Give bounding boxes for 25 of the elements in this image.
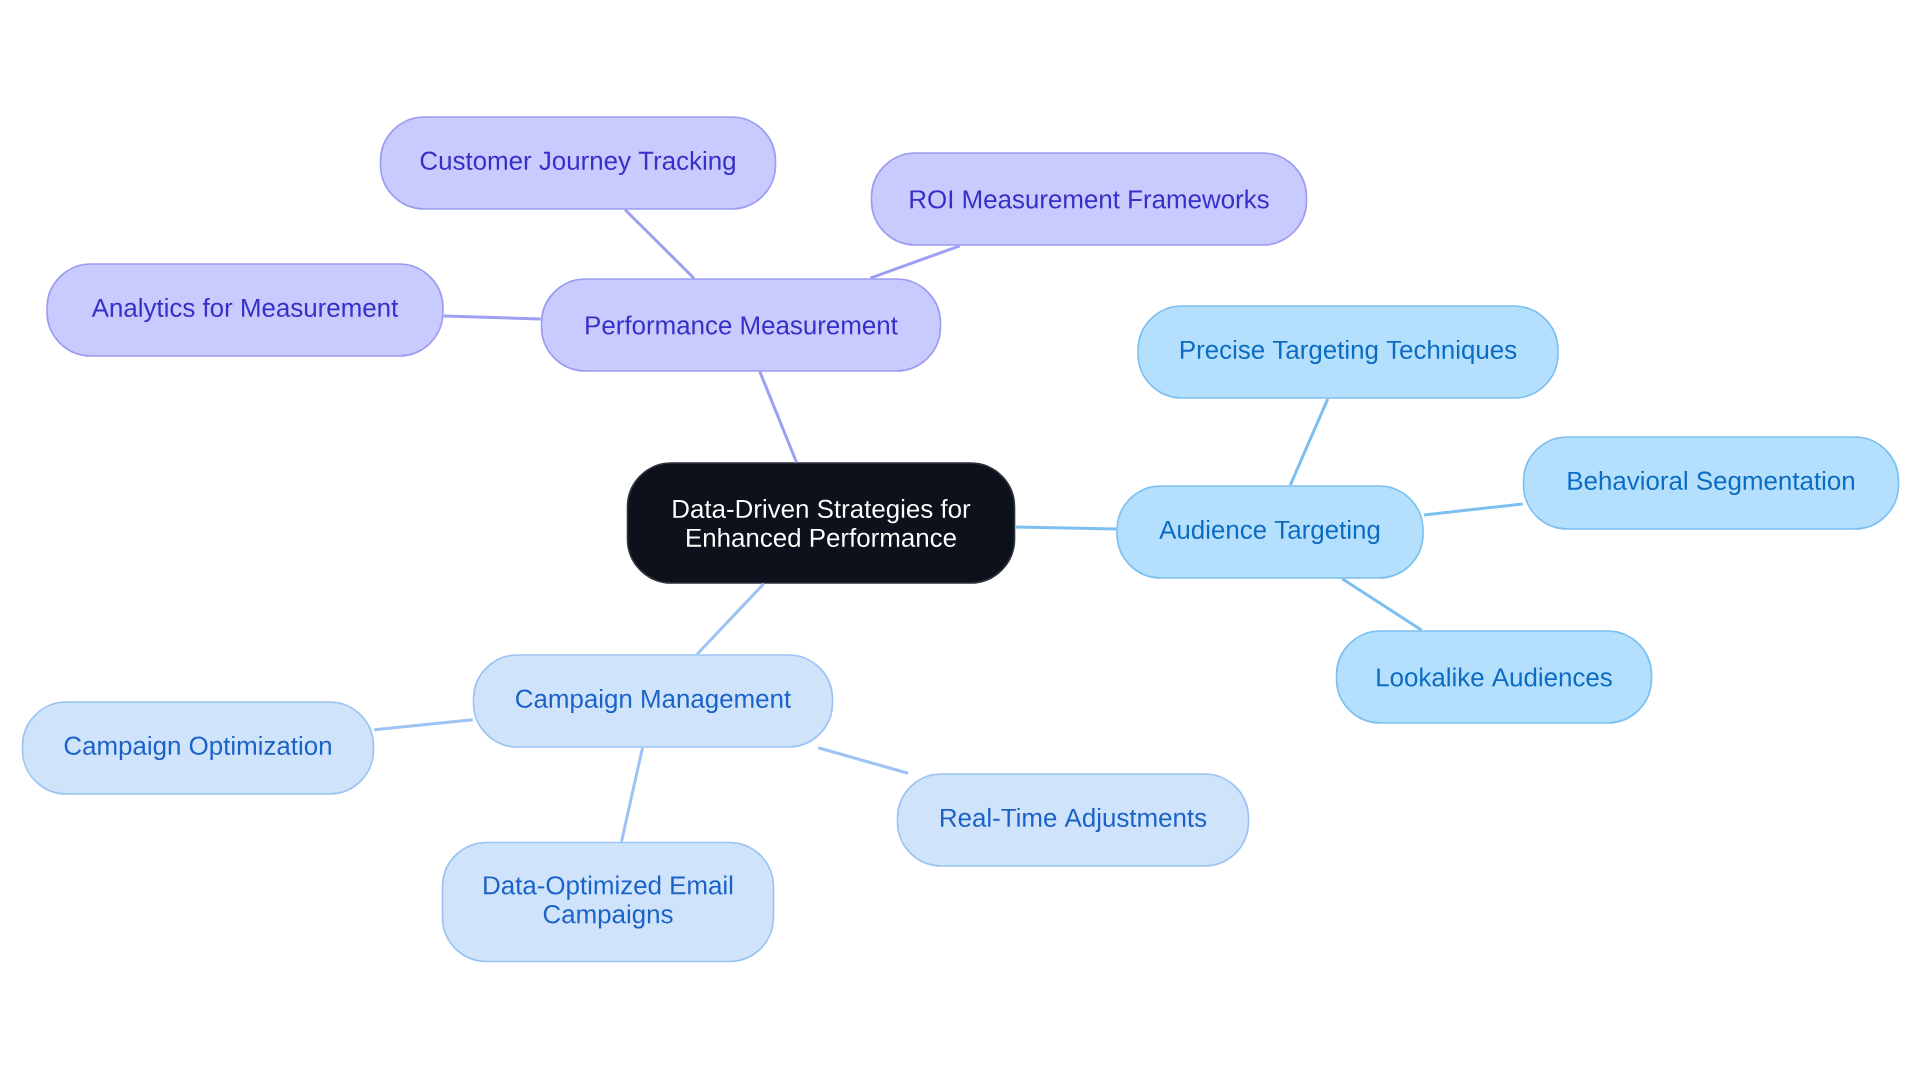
connector-line bbox=[1288, 398, 1330, 486]
connector-line bbox=[1341, 577, 1423, 632]
connector-line bbox=[817, 746, 909, 775]
leaf-box: Customer Journey Tracking bbox=[379, 116, 777, 210]
connector-line bbox=[624, 208, 696, 280]
branch-box: Performance Measurement bbox=[540, 278, 942, 372]
leaf-box: Lookalike Audiences bbox=[1335, 630, 1653, 724]
branch-box: Campaign Management bbox=[472, 654, 834, 748]
connector-line bbox=[1015, 525, 1117, 531]
central-box: Data-Driven Strategies for Enhanced Performance bbox=[626, 462, 1016, 584]
leaf-box: Data-Optimized Email Campaigns bbox=[441, 841, 775, 963]
connector-line bbox=[758, 371, 798, 463]
connector-line bbox=[696, 582, 765, 656]
connector-line bbox=[1423, 502, 1523, 517]
branch-box: Audience Targeting bbox=[1116, 485, 1424, 579]
leaf-box: ROI Measurement Frameworks bbox=[870, 152, 1308, 246]
leaf-box: Campaign Optimization bbox=[21, 701, 375, 795]
leaf-box: Behavioral Segmentation bbox=[1522, 436, 1900, 530]
leaf-box: Precise Targeting Techniques bbox=[1137, 305, 1559, 399]
leaf-box: Real-Time Adjustments bbox=[896, 773, 1250, 867]
connector-line bbox=[620, 747, 644, 843]
connector-line bbox=[869, 244, 961, 280]
connector-line bbox=[374, 718, 473, 732]
connector-line bbox=[443, 314, 541, 321]
leaf-box: Analytics for Measurement bbox=[46, 263, 444, 357]
